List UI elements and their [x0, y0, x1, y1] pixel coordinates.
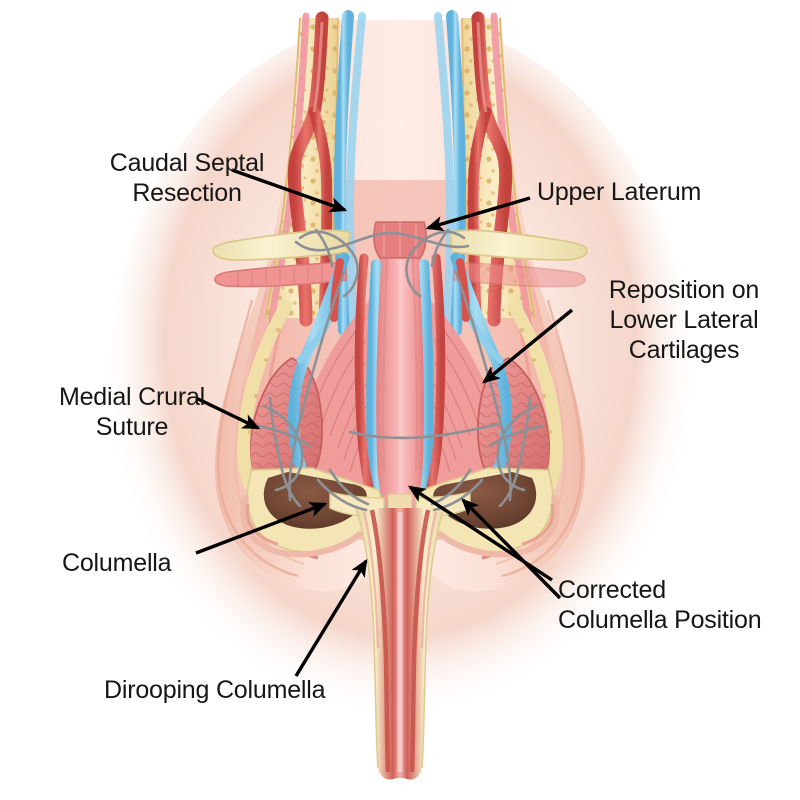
upper-veins: [333, 10, 467, 336]
drooping-columella: [355, 507, 445, 780]
septal-arteries: [330, 253, 470, 511]
label-reposition-line-3: Cartilages: [628, 336, 740, 364]
label-upper-laterum: Upper Laterum: [537, 177, 747, 207]
label-medial-crural-suture-line-2: Suture: [95, 413, 169, 441]
leader-columella: [195, 502, 328, 555]
label-caudal-septal-resection-line-1: Caudal Septal: [109, 149, 265, 177]
leader-dirooping-columella: [294, 558, 368, 677]
label-medial-crural-suture-line-1: Medial Crural: [58, 383, 206, 411]
label-columella-line-1: Columella: [62, 549, 172, 577]
label-corrected-columella-position-line-1: Corrected: [558, 576, 666, 604]
caudal-septal-resection-site: [373, 221, 427, 259]
label-reposition-line-2: Lower Lateral: [609, 306, 759, 334]
label-caudal-septal-resection-line-2: Resection: [132, 179, 242, 207]
suture-threads: [256, 228, 544, 512]
label-columella: Columella: [62, 548, 212, 578]
transverse-nasal-muscle: [214, 261, 586, 288]
upper-lateral-cartilage-left: [212, 229, 351, 261]
upper-lateral-cartilage-right: [449, 229, 588, 261]
label-dirooping-columella: Dirooping Columella: [104, 675, 364, 705]
nasal-septum: [373, 226, 427, 520]
leader-upper-laterum: [425, 196, 531, 232]
leader-corrected-columella-position-ala: [461, 498, 562, 600]
leader-reposition-lower-lateral-cartilages: [482, 308, 574, 384]
label-reposition-line-1: Reposition on: [608, 276, 760, 304]
label-upper-laterum-line-1: Upper Laterum: [537, 178, 702, 206]
leader-caudal-septal-resection: [231, 168, 348, 213]
label-corrected-columella-position-line-2: Columella Position: [558, 606, 762, 634]
leader-medial-crural-suture: [195, 396, 261, 430]
label-leader-arrows: [195, 168, 574, 677]
label-dirooping-columella-line-1: Dirooping Columella: [104, 676, 326, 704]
